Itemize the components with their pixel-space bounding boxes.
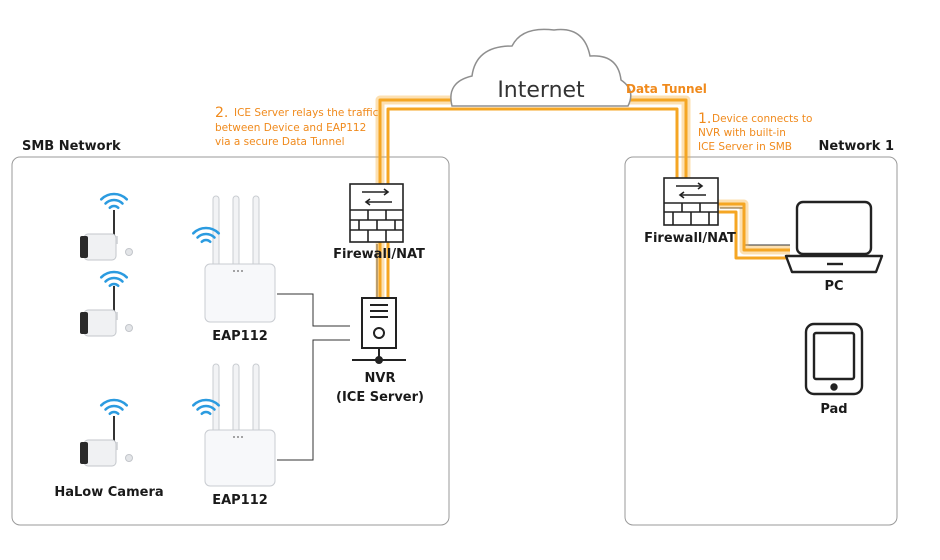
nvr-sublabel: (ICE Server)	[336, 390, 424, 405]
cloud-icon	[450, 28, 632, 107]
annotation-step1: 1. Device connects to NVR with built-in …	[698, 111, 812, 153]
firewall-icon	[349, 183, 404, 243]
step1-line2: NVR with built-in	[698, 127, 786, 139]
smb-network-title: SMB Network	[22, 139, 121, 154]
server-icon	[352, 297, 406, 364]
network1-title: Network 1	[819, 139, 894, 154]
camera-icon	[80, 416, 133, 467]
step2-line3: via a secure Data Tunnel	[215, 136, 345, 148]
wifi-icon	[99, 391, 129, 420]
step1-line1: Device connects to	[712, 113, 812, 125]
annotation-step2: 2. ICE Server relays the traffic between…	[215, 105, 379, 148]
halow-camera-label: HaLow Camera	[54, 485, 163, 500]
step1-line3: ICE Server in SMB	[698, 141, 792, 153]
firewall-right-label: Firewall/NAT	[644, 231, 736, 246]
camera-icon	[80, 210, 133, 261]
step2-number: 2.	[215, 105, 228, 121]
step2-line1: ICE Server relays the traffic	[234, 107, 379, 119]
access-point-icon	[204, 363, 276, 487]
wifi-icon	[99, 185, 129, 214]
data-tunnel-label: Data Tunnel	[626, 82, 707, 96]
pad-label: Pad	[820, 402, 847, 417]
camera-icon	[80, 286, 133, 337]
network1-frame	[624, 156, 898, 526]
firewall-left-label: Firewall/NAT	[333, 247, 425, 262]
step1-number: 1.	[698, 111, 711, 127]
laptop-icon	[784, 200, 884, 274]
firewall-icon	[663, 177, 719, 226]
step2-line2: between Device and EAP112	[215, 122, 366, 134]
tablet-icon	[804, 322, 864, 396]
eap-bottom-label: EAP112	[212, 493, 268, 508]
nvr-label: NVR	[365, 371, 396, 386]
pc-label: PC	[824, 279, 843, 294]
internet-label: Internet	[497, 78, 585, 103]
access-point-icon	[204, 195, 276, 323]
eap-top-label: EAP112	[212, 329, 268, 344]
smb-network-frame	[11, 156, 450, 526]
